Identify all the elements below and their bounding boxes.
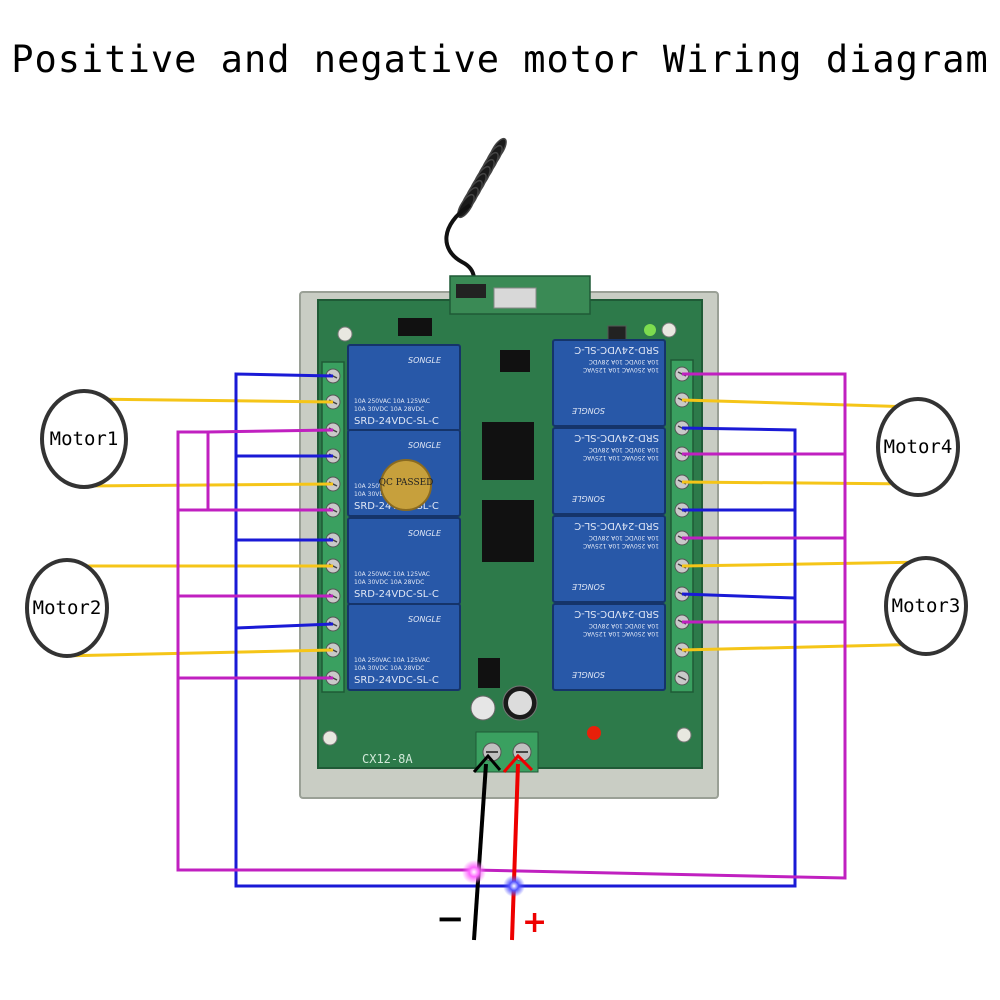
motor-label: Motor4 [884, 436, 953, 458]
motor-3: Motor3 [884, 556, 968, 656]
relay-brand: SONGLE [571, 406, 605, 415]
relay-model: SRD-24VDC-SL-C [354, 675, 439, 686]
relay-rating: 10A 250VAC 10A 125VAC [354, 657, 430, 664]
relay-rating: 10A 30VDC 10A 28VDC [589, 446, 659, 453]
motor-housing [884, 556, 968, 656]
positive-wire [510, 763, 520, 941]
motor-housing [40, 389, 128, 489]
relay-rating: 10A 30VDC 10A 28VDC [589, 622, 659, 629]
relay-rating: 10A 30VDC 10A 28VDC [354, 579, 424, 586]
motor-1: Motor1 [40, 389, 128, 489]
relay-model: SRD-24VDC-SL-C [574, 432, 659, 443]
motor-label: Motor3 [892, 595, 961, 617]
relay-rating: 10A 250VAC 10A 125VAC [583, 366, 659, 373]
diagram-title: Positive and negative motor Wiring diagr… [11, 38, 989, 81]
relay-rating: 10A 250VAC 10A 125VAC [583, 630, 659, 637]
mounting-holes [322, 322, 692, 746]
left-terminal-block [321, 361, 345, 693]
relay-model: SRD-24VDC-SL-C [354, 589, 439, 600]
negative-label: − [436, 899, 465, 939]
qc-sticker: QC PASSED [379, 459, 434, 511]
motor-label: Motor2 [33, 597, 102, 619]
status-led-red [587, 726, 601, 740]
relay-rating: 10A 30VDC 10A 28VDC [589, 534, 659, 541]
motor3-lead-b [681, 642, 931, 652]
jumper-header [398, 318, 432, 336]
motor4-lead-b [681, 480, 916, 486]
motor-2: Motor2 [25, 558, 109, 658]
relay-brand: SONGLE [408, 529, 442, 538]
relay-brand: SONGLE [571, 494, 605, 503]
relay-brand: SONGLE [408, 615, 442, 624]
right-terminal-block [670, 359, 694, 693]
relay-brand: SONGLE [408, 356, 442, 365]
relay-rating: 10A 250VAC 10A 125VAC [354, 571, 430, 578]
relay-brand: SONGLE [571, 582, 605, 591]
relay-model: SRD-24VDC-SL-C [574, 608, 659, 619]
negative-junction [462, 860, 486, 884]
status-led-green [644, 324, 656, 336]
negative-wire [472, 763, 488, 941]
motor1-lead-a [84, 397, 334, 404]
power-leads [472, 753, 534, 941]
motor-label: Motor1 [50, 428, 119, 450]
positive-label: + [522, 905, 547, 940]
relay-rating: 10A 30VDC 10A 28VDC [589, 358, 659, 365]
motor2-lead-b [59, 648, 334, 658]
power-components [470, 658, 538, 721]
qc-sticker-text: QC PASSED [379, 478, 434, 488]
relay-rating: 10A 250VAC 10A 125VAC [583, 454, 659, 461]
antenna [444, 137, 507, 292]
motor-housing [876, 397, 960, 497]
motor4-lead-a [681, 398, 916, 409]
blue-tap-l3 [235, 622, 334, 630]
relay-rating: 10A 250VAC 10A 125VAC [354, 398, 430, 405]
blue-tap-r2 [681, 592, 796, 600]
relay-rating: 10A 250VAC 10A 125VAC [583, 542, 659, 549]
relay-rating: 10A 30VDC 10A 28VDC [354, 406, 424, 413]
positive-junction [503, 875, 525, 897]
relay-brand: SONGLE [571, 670, 605, 679]
relay-rating: 10A 30VDC 10A 28VDC [354, 665, 424, 672]
relay-model: SRD-24VDC-SL-C [574, 520, 659, 531]
magenta-bus [206, 428, 334, 512]
motor3-lead-a [681, 560, 931, 568]
motor-housing [25, 558, 109, 658]
relay-brand: SONGLE [408, 441, 442, 450]
ic-chips [482, 350, 534, 562]
relay-model: SRD-24VDC-SL-C [574, 344, 659, 355]
model-label: CX12-8A [362, 752, 413, 766]
relay-model: SRD-24VDC-SL-C [354, 416, 439, 427]
motor-4: Motor4 [876, 397, 960, 497]
